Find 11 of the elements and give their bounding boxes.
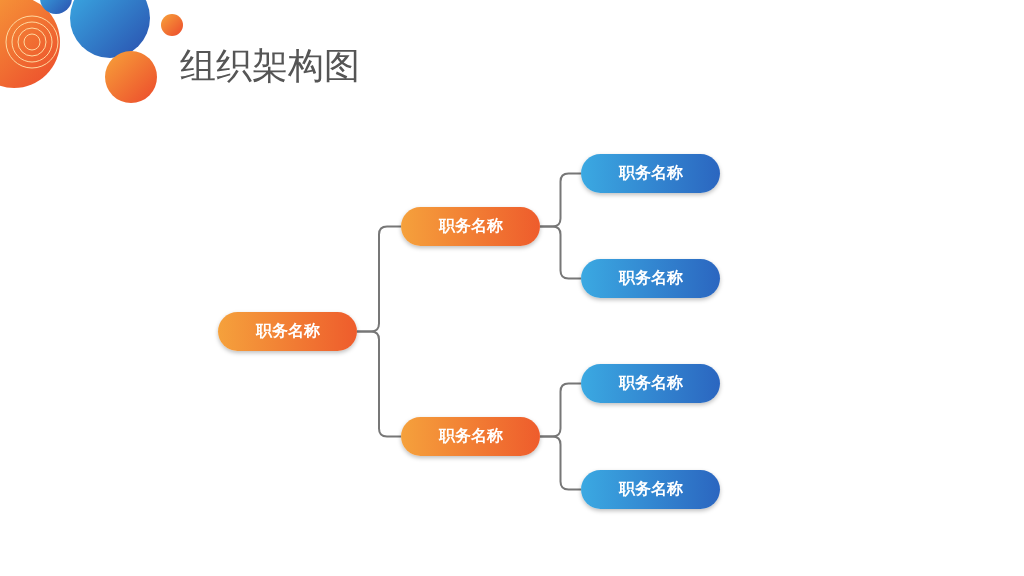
connector-line — [539, 435, 582, 491]
connector-line — [539, 225, 582, 280]
position-box: 职务名称 — [581, 364, 720, 403]
position-box: 职务名称 — [581, 259, 720, 298]
connector-line — [356, 330, 402, 438]
position-box: 职务名称 — [401, 417, 540, 456]
position-box: 职务名称 — [218, 312, 357, 351]
title: 组织架构图 — [180, 44, 360, 88]
position-box: 职务名称 — [401, 207, 540, 246]
position-box: 职务名称 — [581, 470, 720, 509]
position-box: 职务名称 — [581, 154, 720, 193]
